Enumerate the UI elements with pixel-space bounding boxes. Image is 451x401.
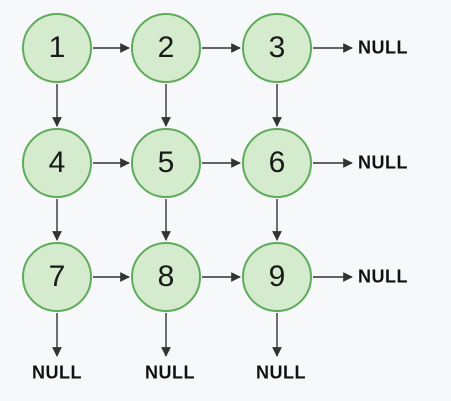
null-label-col-3: NULL (256, 362, 306, 383)
null-label-row-1: NULL (358, 37, 408, 58)
null-label-row-2: NULL (358, 152, 408, 173)
node-3: 3 (242, 13, 312, 83)
node-8: 8 (131, 242, 201, 312)
node-1: 1 (22, 13, 92, 83)
null-label-col-1: NULL (32, 362, 82, 383)
node-4: 4 (22, 128, 92, 198)
node-5: 5 (131, 128, 201, 198)
node-7: 7 (22, 242, 92, 312)
node-9: 9 (242, 242, 312, 312)
node-6: 6 (242, 128, 312, 198)
null-label-row-3: NULL (358, 266, 408, 287)
node-2: 2 (131, 13, 201, 83)
null-label-col-2: NULL (145, 362, 195, 383)
